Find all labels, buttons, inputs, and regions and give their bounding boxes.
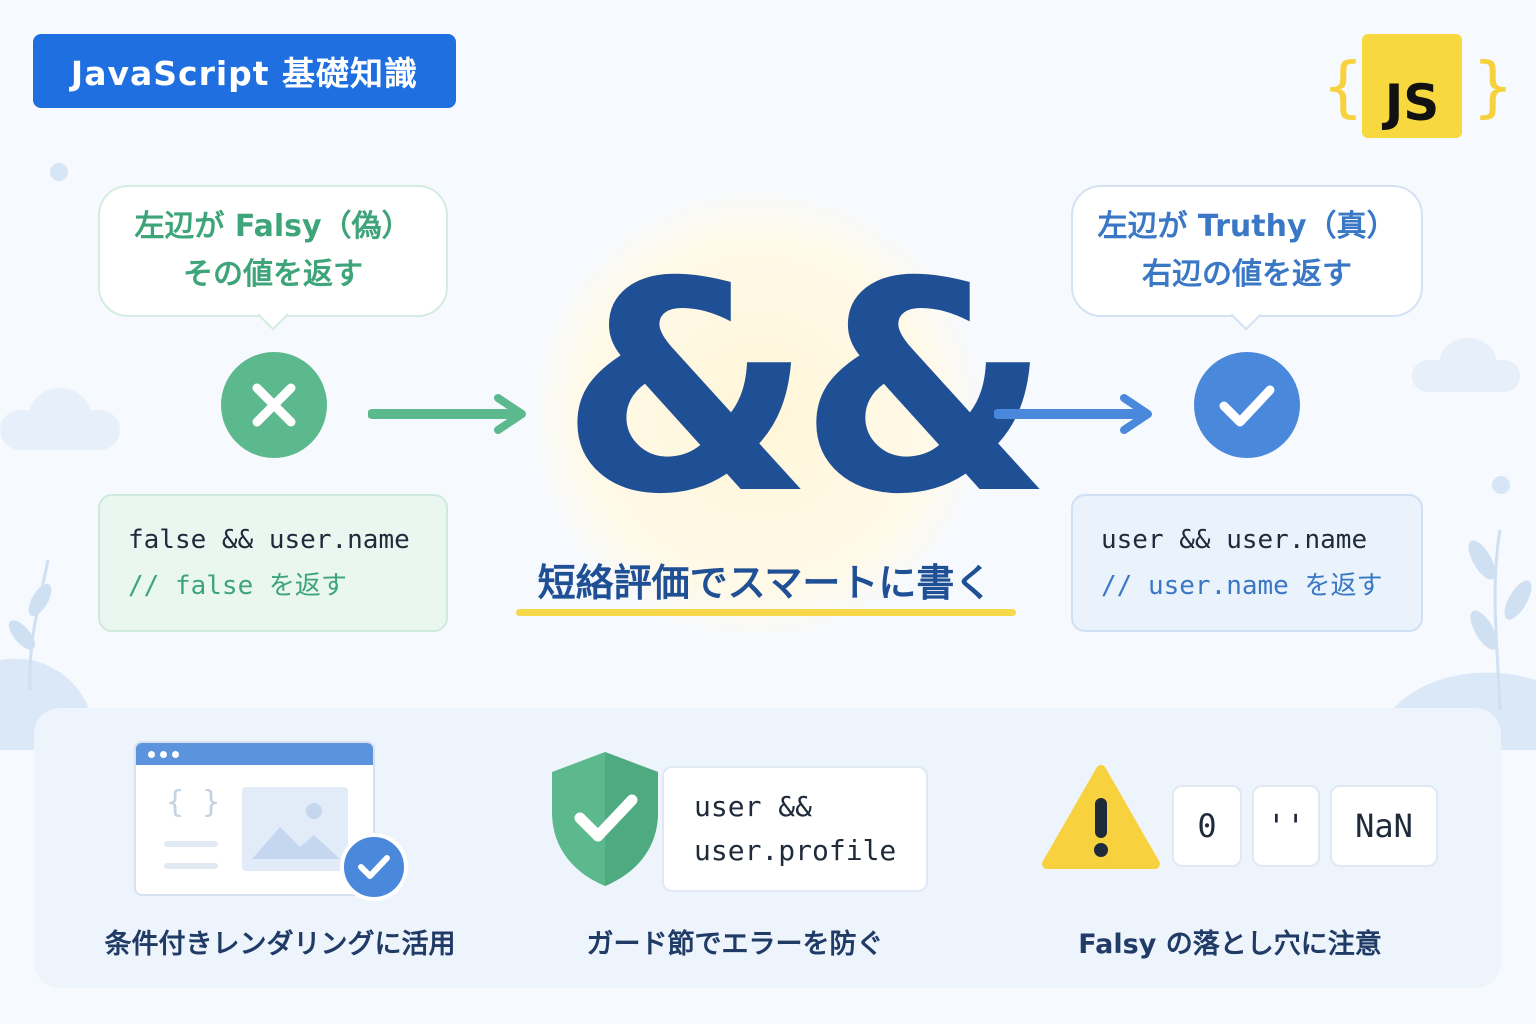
truthy-code-example: user && user.name // user.name を返す: [1071, 494, 1423, 632]
browser-window-icon: { }: [134, 741, 375, 896]
truthy-status: [1194, 352, 1300, 458]
truthy-callout-line1: 左辺が Truthy（真）: [1097, 209, 1397, 244]
and-operator: &&: [560, 221, 1052, 558]
decor-dot: [1492, 476, 1510, 494]
decor-dot: [50, 163, 68, 181]
falsy-chip-nan: NaN: [1330, 785, 1438, 867]
truthy-callout-line2: 右辺の値を返す: [1142, 257, 1352, 292]
falsy-status: [221, 352, 327, 458]
center-subtitle: 短絡評価でスマートに書く: [537, 561, 993, 605]
topic-badge-label: JavaScript 基礎知識: [70, 54, 419, 93]
window-dot: [148, 751, 155, 758]
falsy-chip-zero: 0: [1172, 785, 1242, 867]
brace-close: }: [1472, 48, 1514, 125]
decor-cloud: [1440, 338, 1496, 384]
falsy-chip-label: 0: [1197, 807, 1217, 845]
arrow-right-blue-icon: [994, 394, 1152, 434]
image-placeholder: [242, 787, 348, 871]
feature-label-guard: ガード節でエラーを防ぐ: [586, 929, 884, 960]
js-logo-box: JS: [1362, 34, 1462, 138]
topic-badge: JavaScript 基礎知識: [33, 34, 456, 108]
truthy-code-line: user && user.name: [1101, 525, 1368, 555]
code-braces: { }: [166, 785, 221, 820]
cross-icon: [252, 383, 296, 427]
center-glow: [532, 190, 982, 640]
feature-label-rendering: 条件付きレンダリングに活用: [104, 929, 456, 960]
guard-code-line2: user.profile: [694, 834, 897, 867]
falsy-chip-label: NaN: [1355, 807, 1413, 845]
subtitle-underline: [516, 609, 1016, 616]
falsy-callout-line2: その値を返す: [183, 257, 363, 292]
render-check-badge: [340, 833, 408, 901]
warning-icon: [1042, 765, 1160, 869]
truthy-code-comment: // user.name を返す: [1101, 571, 1383, 601]
falsy-code-comment: // false を返す: [128, 571, 347, 601]
brace-open: {: [1322, 48, 1364, 125]
arrow-right-green-icon: [368, 394, 526, 434]
shield-check-icon: [552, 752, 658, 886]
falsy-code-example: false && user.name // false を返す: [98, 494, 448, 632]
check-icon: [358, 855, 390, 879]
text-line-placeholder: [164, 863, 218, 869]
check-icon: [1219, 385, 1275, 427]
image-icon: [252, 803, 340, 859]
falsy-chip-empty-string: '': [1252, 785, 1320, 867]
feature-label-falsy: Falsy の落とし穴に注意: [1078, 929, 1382, 960]
falsy-callout-line1: 左辺が Falsy（偽）: [134, 209, 412, 244]
falsy-code-line: false && user.name: [128, 525, 410, 555]
decor-cloud: [30, 388, 90, 438]
js-logo: { JS }: [1322, 30, 1514, 142]
window-dot: [172, 751, 179, 758]
falsy-chip-label: '': [1266, 807, 1306, 845]
falsy-callout: 左辺が Falsy（偽） その値を返す: [98, 185, 448, 317]
guard-code-line1: user &&: [694, 790, 813, 823]
guard-code-example: user && user.profile: [662, 766, 928, 892]
browser-titlebar: [136, 743, 373, 765]
truthy-callout: 左辺が Truthy（真） 右辺の値を返す: [1071, 185, 1423, 317]
js-logo-text: JS: [1384, 74, 1440, 132]
window-dot: [160, 751, 167, 758]
text-line-placeholder: [164, 841, 218, 847]
